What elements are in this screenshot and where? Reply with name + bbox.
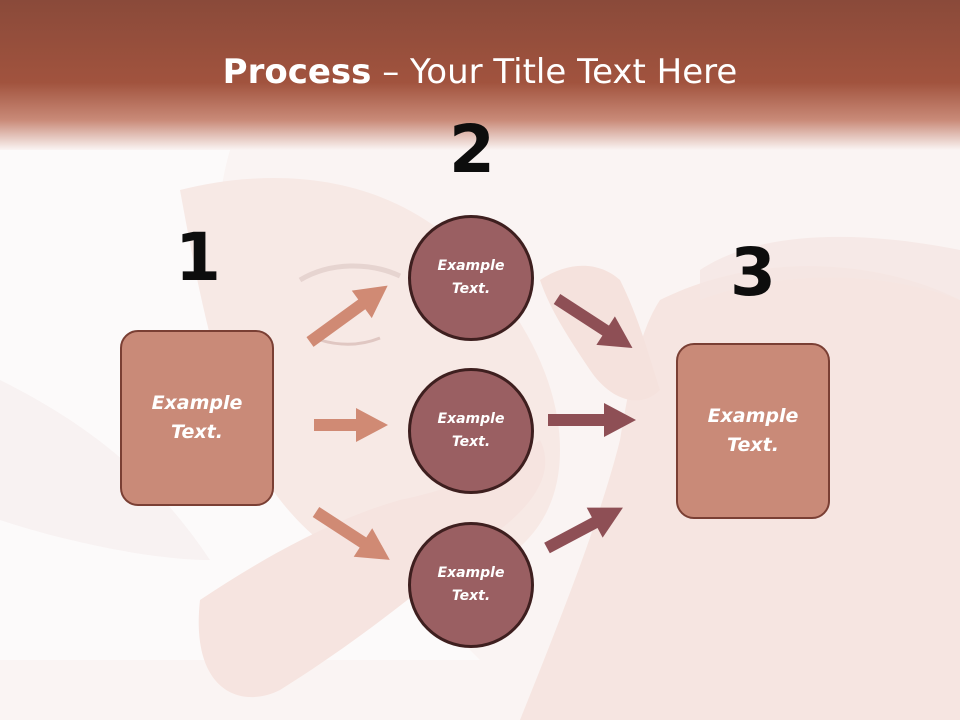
title-rest: Your Title Text Here <box>410 52 738 92</box>
step-number-3: 3 <box>730 234 776 311</box>
slide-title: Process – Your Title Text Here <box>0 52 960 92</box>
right-arrows <box>544 293 636 554</box>
step-1-box: Example Text. <box>120 330 274 506</box>
step-number-2: 2 <box>449 111 495 188</box>
circle-top-text: Example Text. <box>437 258 505 297</box>
step-2-circle-bottom: Example Text. <box>408 522 534 648</box>
title-bold: Process <box>222 52 372 92</box>
circle-middle-text: Example Text. <box>437 411 505 450</box>
step-number-1: 1 <box>175 219 221 296</box>
left-arrows <box>306 285 390 560</box>
step-3-text: Example Text. <box>707 405 799 456</box>
title-bar <box>0 0 960 150</box>
arrow-right-middle <box>548 403 636 437</box>
arrow-right-top <box>553 293 633 349</box>
arrow-left-bottom <box>312 506 390 560</box>
circle-bottom-text: Example Text. <box>437 565 505 604</box>
step-1-text: Example Text. <box>151 392 243 443</box>
step-2-circle-middle: Example Text. <box>408 368 534 494</box>
title-separator: – <box>371 52 411 92</box>
arrow-left-top <box>306 285 388 347</box>
arrow-right-bottom <box>544 507 623 554</box>
step-3-box: Example Text. <box>676 343 830 519</box>
arrow-left-middle <box>314 408 388 442</box>
step-2-circle-top: Example Text. <box>408 215 534 341</box>
